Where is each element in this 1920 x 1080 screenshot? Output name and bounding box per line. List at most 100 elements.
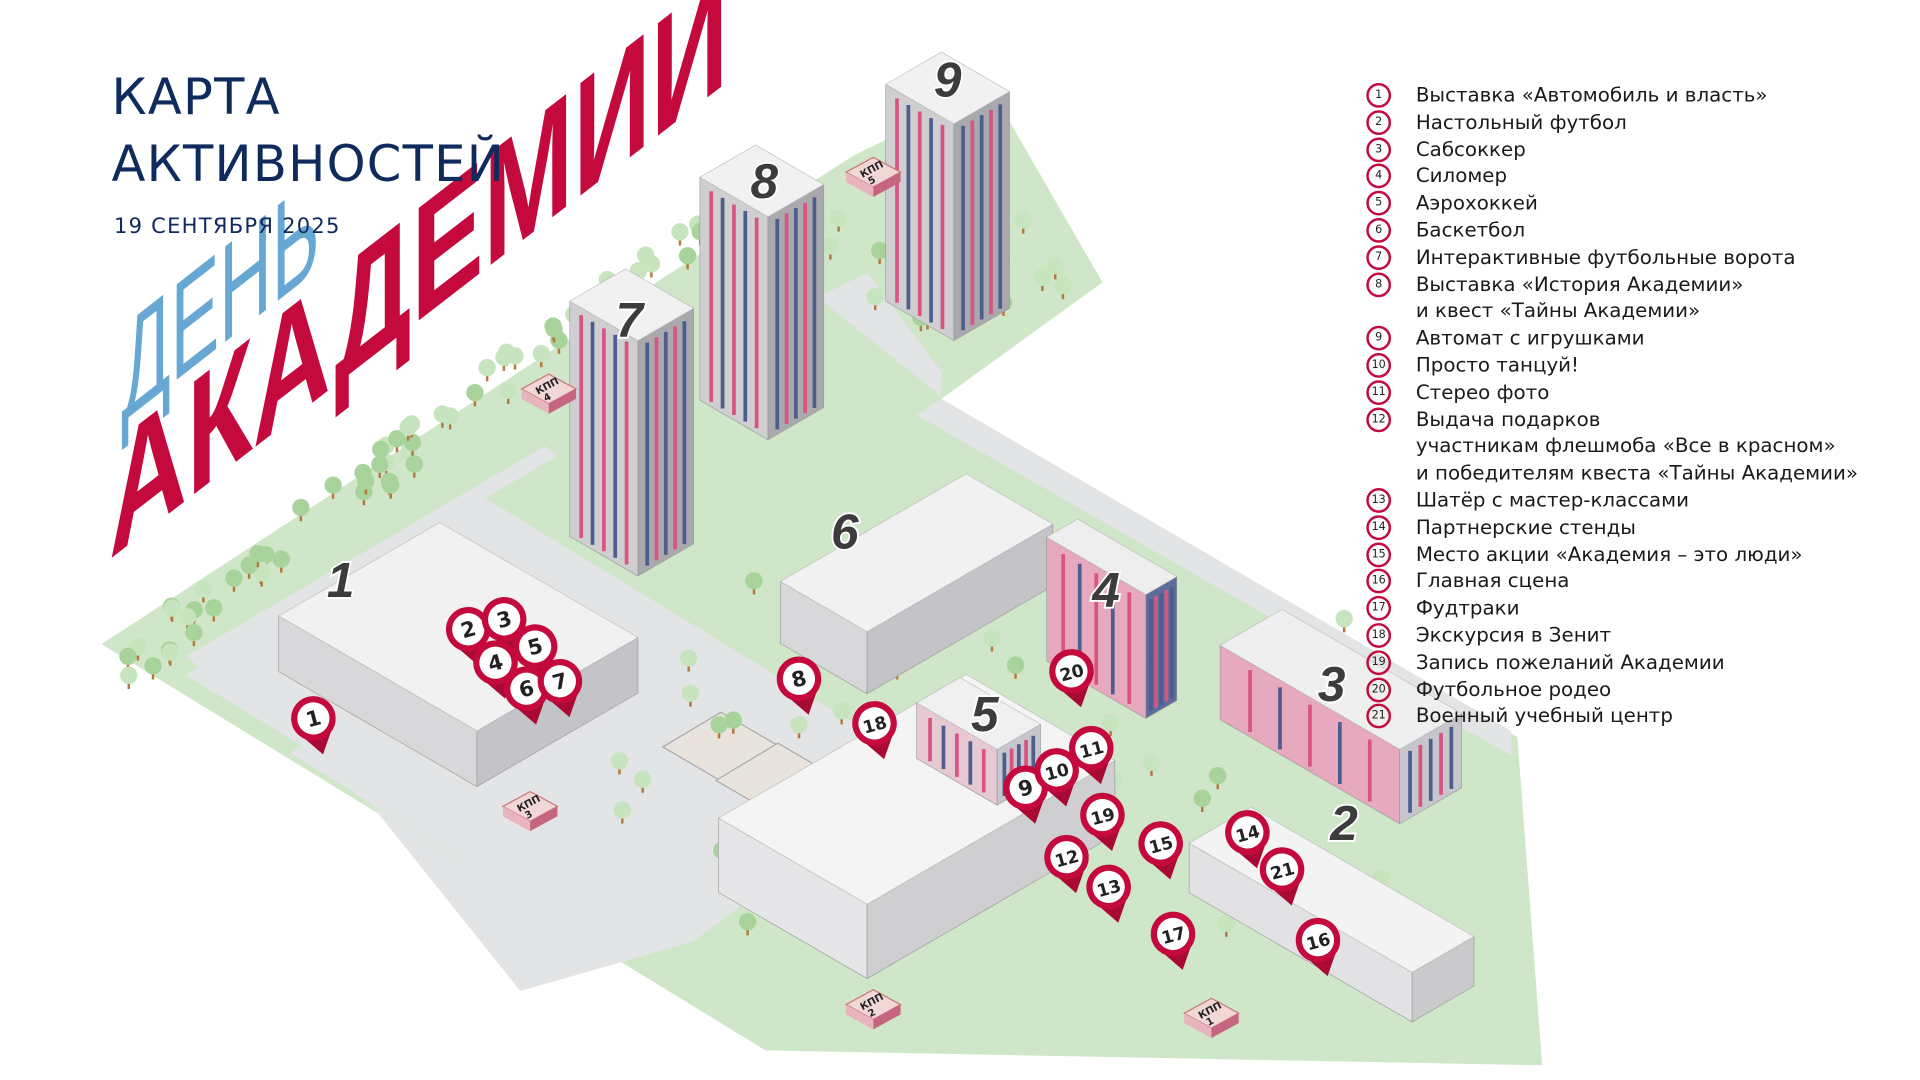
legend-number-badge: 9 — [1366, 325, 1392, 351]
legend-item-label: и квест «Тайны Академии» — [1415, 298, 1701, 323]
activity-marker-17[interactable]: 17 — [1146, 907, 1204, 976]
legend-item-label: Экскурсия в Зенит — [1415, 622, 1612, 647]
legend-number-badge: 20 — [1366, 676, 1392, 702]
legend-item-label: Партнерские стенды — [1415, 514, 1636, 539]
tree — [144, 657, 162, 680]
tree — [671, 223, 689, 246]
activity-marker-12[interactable]: 12 — [1039, 830, 1097, 899]
tree — [205, 599, 223, 622]
building-number-1: 1 — [327, 553, 355, 608]
activity-marker-20[interactable]: 20 — [1044, 644, 1102, 713]
page-title-line2: АКТИВНОСТЕЙ — [111, 136, 506, 194]
tree — [633, 770, 652, 793]
activity-marker-19[interactable]: 19 — [1075, 788, 1133, 857]
tree — [499, 381, 517, 404]
legend-number-badge: 18 — [1366, 622, 1392, 648]
road — [291, 743, 583, 930]
legend-item-label: Выдача подарков — [1415, 406, 1601, 431]
building-number-3: 3 — [1318, 657, 1346, 712]
activity-marker-7[interactable]: 7 — [533, 654, 591, 723]
legend-item: 3 Сабсоккер — [1366, 136, 1858, 163]
activity-marker-5[interactable]: 5 — [508, 619, 566, 688]
tree — [194, 580, 213, 603]
activity-marker-11[interactable]: 11 — [1064, 721, 1122, 790]
tree — [433, 405, 452, 428]
tree — [161, 643, 179, 666]
tree — [790, 715, 808, 739]
legend-item-label: Силомер — [1415, 163, 1508, 188]
tree — [613, 801, 631, 824]
legend-item-label: Футбольное родео — [1415, 676, 1612, 701]
event-date: 19 СЕНТЯБРЯ 2025 — [113, 214, 341, 240]
building-number-9: 9 — [934, 53, 962, 108]
tree — [866, 287, 884, 311]
tree — [545, 320, 563, 343]
tower-9 — [885, 51, 1011, 342]
legend-item-label: Шатёр с мастер-классами — [1415, 487, 1690, 512]
tower-8 — [699, 144, 825, 441]
legend-item-label: и победителям квеста «Тайны Академии» — [1415, 460, 1858, 485]
tree — [253, 564, 271, 587]
legend-item: 16 Главная сцена — [1366, 568, 1858, 595]
tree — [1033, 268, 1052, 291]
tree — [478, 358, 496, 382]
tree — [225, 569, 243, 592]
legend-number-badge: 11 — [1366, 379, 1392, 405]
checkpoint-number: 4 — [542, 391, 553, 404]
activity-marker-8[interactable]: 8 — [772, 651, 830, 720]
legend-item-label: Автомат с игрушками — [1415, 325, 1645, 350]
activity-marker-2[interactable]: 2 — [441, 602, 499, 671]
legend-number-badge: 16 — [1366, 568, 1392, 594]
tree — [178, 608, 197, 631]
legend-number-badge: 15 — [1366, 541, 1392, 567]
marker-number: 6 — [516, 675, 537, 703]
tree — [399, 418, 417, 441]
tree — [388, 429, 406, 453]
marker-number: 5 — [525, 633, 546, 661]
activity-marker-16[interactable]: 16 — [1291, 913, 1349, 982]
legend-item: 20 Футбольное родео — [1366, 676, 1858, 703]
legend-item-label: Сабсоккер — [1415, 136, 1526, 161]
activity-marker-18[interactable]: 18 — [847, 696, 905, 765]
activity-marker-13[interactable]: 13 — [1081, 860, 1139, 929]
legend-item-label: Стерео фото — [1415, 379, 1550, 404]
road — [817, 272, 942, 397]
building-number-2: 2 — [1329, 796, 1358, 851]
activity-marker-10[interactable]: 10 — [1029, 743, 1087, 812]
marker-number: 3 — [494, 605, 515, 633]
legend-item-label: участникам флешмоба «Все в красном» — [1415, 433, 1836, 458]
tree — [1142, 753, 1161, 776]
activity-marker-21[interactable]: 21 — [1255, 842, 1313, 911]
tree — [371, 455, 389, 478]
tree — [724, 711, 742, 734]
activity-marker-6[interactable]: 6 — [499, 661, 557, 730]
road — [371, 805, 793, 991]
activity-marker-1[interactable]: 1 — [286, 691, 344, 760]
legend-item-label: Баскетбол — [1415, 217, 1526, 242]
tree — [1046, 257, 1064, 280]
legend-item-label: Главная сцена — [1415, 568, 1570, 593]
activity-marker-14[interactable]: 14 — [1220, 805, 1278, 874]
activity-marker-15[interactable]: 15 — [1133, 816, 1191, 885]
legend-number-badge: 13 — [1366, 487, 1392, 513]
legend-number-badge: 3 — [1366, 136, 1392, 162]
tree — [1014, 211, 1032, 234]
activity-marker-3[interactable]: 3 — [477, 592, 535, 661]
tree — [1101, 713, 1120, 737]
tree — [710, 716, 728, 739]
tree — [1006, 656, 1025, 679]
tree — [120, 666, 138, 689]
